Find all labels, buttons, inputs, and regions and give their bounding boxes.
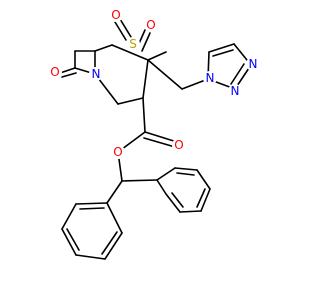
atom-label: N bbox=[206, 71, 215, 85]
atom-label: N bbox=[249, 57, 258, 71]
bond bbox=[117, 97, 144, 105]
atom-label: N bbox=[92, 67, 101, 81]
bond bbox=[106, 180, 123, 204]
bond bbox=[106, 202, 123, 234]
bond bbox=[230, 63, 245, 85]
oxygen-atom: O bbox=[48, 65, 62, 79]
bond bbox=[104, 232, 123, 260]
atom-label: O bbox=[111, 8, 120, 22]
bond bbox=[143, 137, 176, 148]
oxygen-atom: O bbox=[144, 18, 158, 32]
bond bbox=[196, 169, 211, 190]
bond bbox=[156, 167, 176, 181]
bond bbox=[147, 51, 167, 61]
bond bbox=[141, 32, 151, 52]
bond bbox=[171, 192, 184, 208]
bond bbox=[75, 254, 106, 260]
bond bbox=[66, 228, 80, 251]
bond bbox=[147, 59, 183, 90]
atom-label: S bbox=[129, 37, 137, 51]
nitrogen-atom: N bbox=[246, 57, 260, 71]
structure-canvas: O N S O O N N bbox=[48, 8, 260, 260]
bond bbox=[94, 44, 113, 52]
nitrogen-atom: N bbox=[203, 71, 217, 85]
bond bbox=[200, 188, 211, 212]
atom-label-layer: O N S O O N N bbox=[48, 8, 260, 159]
nitrogen-atom: N bbox=[228, 84, 242, 98]
oxygen-atom: O bbox=[109, 8, 123, 22]
bond bbox=[196, 188, 206, 208]
bond bbox=[114, 21, 127, 41]
bond bbox=[165, 193, 181, 213]
bond-layer bbox=[59, 18, 252, 260]
bond bbox=[142, 59, 149, 99]
bond bbox=[101, 231, 118, 255]
atom-label: O bbox=[113, 145, 122, 159]
molecule-structure: O N S O O N N bbox=[48, 8, 260, 260]
bond bbox=[121, 179, 158, 182]
bond bbox=[212, 49, 234, 57]
atom-label: O bbox=[146, 18, 155, 32]
bond bbox=[61, 203, 77, 230]
bond bbox=[142, 97, 146, 133]
bond bbox=[176, 172, 195, 176]
bond bbox=[119, 18, 132, 38]
oxygen-atom: O bbox=[111, 145, 125, 159]
bond bbox=[179, 210, 202, 213]
oxygen-atom: O bbox=[172, 138, 186, 152]
bond bbox=[59, 67, 76, 74]
nitrogen-atom: N bbox=[89, 67, 103, 81]
bond bbox=[61, 72, 77, 78]
sulfur-atom: S bbox=[126, 37, 140, 51]
bond bbox=[61, 228, 77, 256]
bond bbox=[79, 207, 105, 210]
atom-label: O bbox=[50, 65, 59, 79]
bond bbox=[208, 43, 235, 53]
bond bbox=[144, 131, 178, 143]
bond bbox=[156, 179, 167, 195]
bond bbox=[75, 202, 108, 205]
atom-label: O bbox=[174, 138, 183, 152]
bond bbox=[174, 167, 198, 171]
bond bbox=[111, 44, 149, 61]
atom-label: N bbox=[231, 84, 240, 98]
